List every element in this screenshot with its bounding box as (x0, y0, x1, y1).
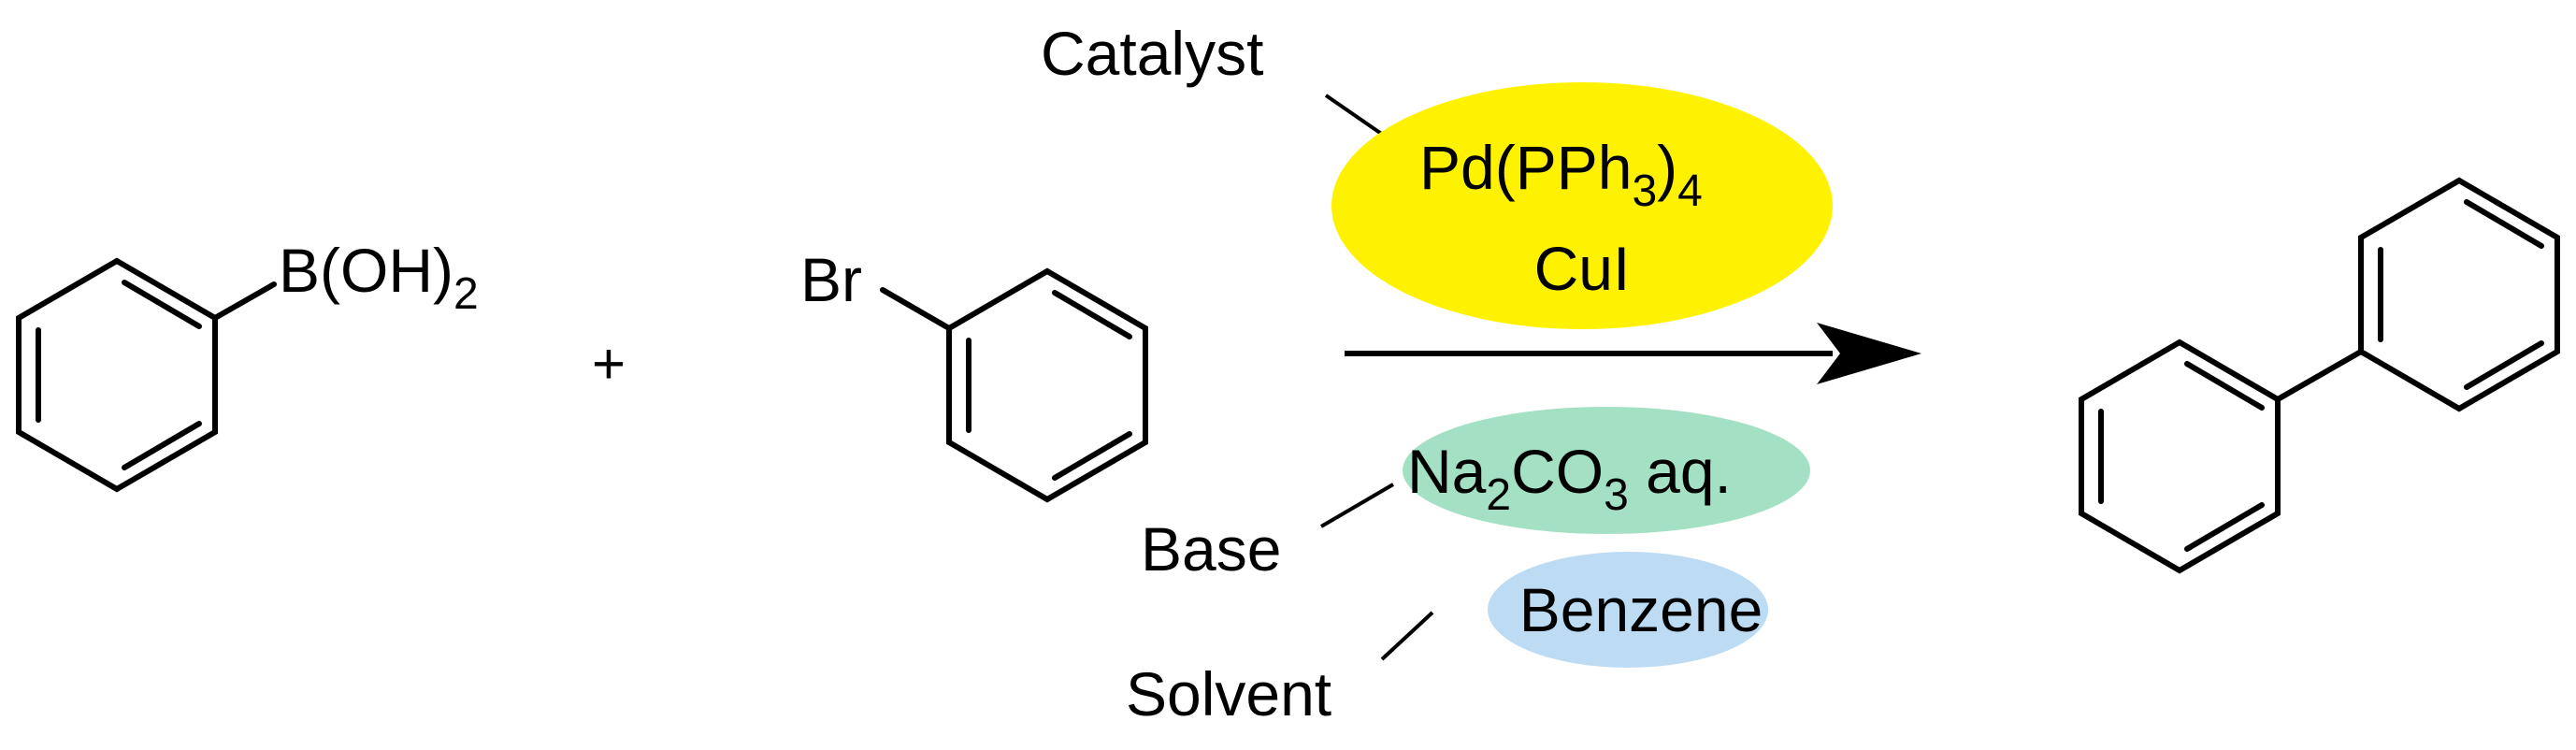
catalyst-formula-line-2: CuI (1534, 234, 1631, 303)
phenylboronic-acid: B(OH)2 (16, 236, 479, 493)
benzene-ring-1 (16, 257, 218, 493)
ring-1-double-bond-a (122, 280, 202, 329)
product-upper-double-bond-a (2464, 199, 2544, 249)
biaryl-bond (2275, 349, 2364, 402)
base-formula: Na2CO3 aq. (1407, 437, 1732, 520)
solvent-ellipse (1488, 552, 1768, 668)
c-b-bond (212, 281, 277, 321)
bromo-label: Br (800, 245, 862, 314)
product-lower-double-bond-a (2184, 361, 2265, 411)
solvent-group: Benzene Solvent (1126, 552, 1768, 728)
base-leader-line (1319, 483, 1395, 528)
catalyst-label: Catalyst (1041, 19, 1263, 88)
boronic-acid-label: B(OH)2 (279, 236, 479, 319)
ring-2-double-bond-a (1052, 290, 1132, 339)
bromobenzene: Br (800, 245, 1148, 503)
plus-sign: + (592, 332, 626, 397)
arrow-head (1817, 323, 1921, 384)
product-lower-double-bond-b (2184, 502, 2265, 552)
base-ellipse (1403, 407, 1810, 534)
base-label: Base (1141, 514, 1281, 584)
solvent-leader-line (1380, 611, 1434, 661)
product-upper-double-bond-b (2464, 340, 2544, 390)
catalyst-ellipse (1331, 82, 1833, 329)
ring-2-double-bond-b (1052, 431, 1132, 481)
reaction-arrow (1345, 323, 1921, 384)
product-ring-upper (2358, 177, 2560, 412)
benzene-ring-2 (946, 267, 1148, 503)
catalyst-group: Catalyst Pd(PPh3)4 CuI (1041, 19, 1833, 329)
biphenyl-product (2079, 177, 2560, 574)
catalyst-formula-line-1: Pd(PPh3)4 (1419, 133, 1703, 216)
product-ring-lower (2079, 339, 2281, 574)
solvent-name: Benzene (1519, 575, 1763, 644)
base-group: Na2CO3 aq. Base (1141, 407, 1810, 584)
solvent-label: Solvent (1126, 659, 1331, 728)
c-br-bond (880, 287, 952, 331)
ring-1-double-bond-b (122, 421, 202, 470)
